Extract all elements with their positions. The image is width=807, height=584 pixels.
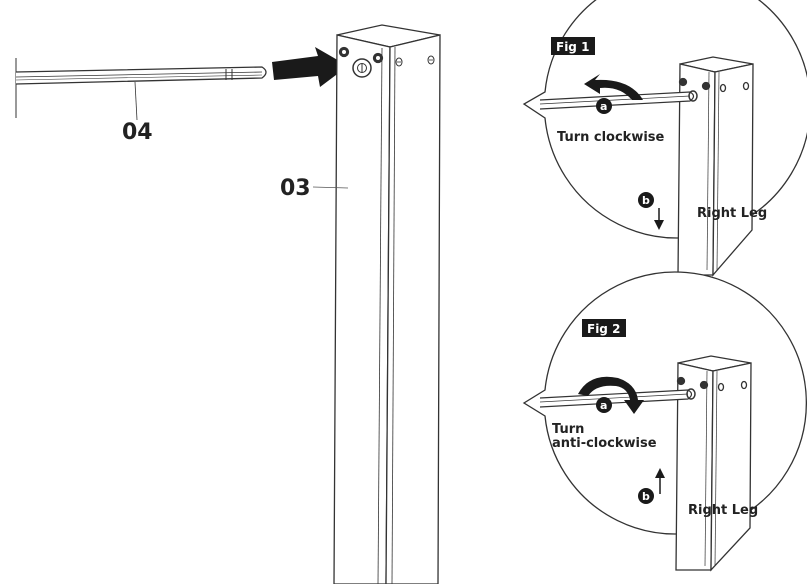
fig2-instruction-line2: anti-clockwise — [552, 436, 657, 451]
fig1-step-a-label: a — [600, 100, 607, 113]
fig1-detail: Fig 1 a Turn clockwise b — [522, 0, 807, 277]
fig2-step-a-badge — [596, 397, 612, 413]
fig1-leg — [677, 56, 754, 277]
insert-arrow-icon — [272, 47, 348, 87]
fig1-instruction: Turn clockwise — [557, 130, 665, 145]
rod-part-number: 04 — [122, 120, 153, 145]
fig2-up-arrow-icon — [655, 468, 665, 494]
fig1-step-b-label: b — [642, 194, 650, 207]
fig1-clockwise-arrow-icon — [584, 74, 643, 100]
fig1-tag-label: Fig 1 — [556, 40, 589, 54]
leg-part-number: 03 — [280, 176, 311, 201]
fig2-anticlockwise-arrow-icon — [578, 376, 644, 414]
fig2-step-a-label: a — [600, 399, 607, 412]
fig1-leg-label: Right Leg — [697, 206, 767, 221]
fig2-leg — [675, 355, 752, 572]
fig1-step-a-badge — [596, 98, 612, 114]
fig2-tag — [582, 319, 626, 337]
fig2-rod — [539, 388, 696, 408]
fig2-tag-label: Fig 2 — [587, 322, 620, 336]
fig1-step-b-badge — [638, 192, 654, 208]
fig1-callout-circle — [522, 0, 807, 239]
fig1-down-arrow-icon — [654, 208, 664, 230]
fig1-tag — [551, 37, 595, 55]
main-view: 04 03 — [15, 24, 441, 584]
leg-03 — [333, 24, 441, 584]
fig2-instruction-line1: Turn — [552, 422, 584, 437]
rod-04 — [15, 58, 267, 121]
fig2-leg-label: Right Leg — [688, 503, 758, 518]
fig2-step-b-badge — [638, 488, 654, 504]
fig2-step-b-label: b — [642, 490, 650, 503]
fig2-detail: Fig 2 a Turn anti-clockwise b — [522, 271, 807, 572]
fig1-rod — [539, 90, 698, 110]
